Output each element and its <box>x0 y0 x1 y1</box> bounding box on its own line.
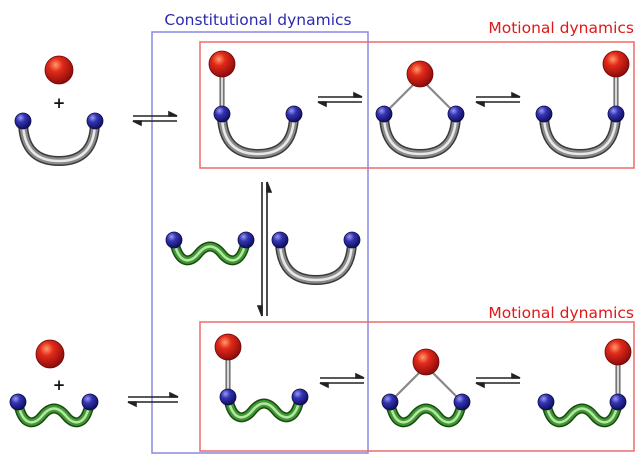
equilibrium-arrow-5 <box>320 374 364 387</box>
molecules <box>10 51 631 422</box>
constitutional-box <box>152 32 368 453</box>
complex-gray-right-red-sphere-icon <box>603 51 629 77</box>
complex-green-bridged-blue-sphere-icon-left <box>382 394 398 410</box>
free-red-sphere-icon-top <box>45 56 73 84</box>
complex-green-bridged-blue-sphere-icon-right <box>454 394 470 410</box>
complex-gray-right-blue-sphere-icon-left <box>536 106 552 122</box>
ligand-green-center-green-wavy-tube-icon <box>174 240 246 260</box>
equilibrium-arrow-1 <box>133 112 177 125</box>
complex-gray-bridged-gray-u-tube-icon <box>384 114 456 154</box>
complex-green-right-blue-sphere-icon-left <box>538 394 554 410</box>
complex-green-left-green-wavy-tube-icon <box>228 397 300 417</box>
complex-green-bridged-green-wavy-tube-icon <box>390 402 462 422</box>
complex-gray-left-blue-sphere-icon-right <box>286 106 302 122</box>
equilibrium-arrow-4 <box>128 393 178 406</box>
complex-gray-bridged-blue-sphere-icon-right <box>448 106 464 122</box>
plus-sign-bottom: + <box>53 376 66 394</box>
complex-gray-bridged-red-sphere-icon <box>407 61 433 87</box>
ligand-gray-free-blue-sphere-icon-right <box>87 113 103 129</box>
ligand-gray-free-gray-u-tube-icon <box>23 121 95 161</box>
complex-green-right-red-sphere-icon <box>605 339 631 365</box>
complex-gray-bridged-blue-sphere-icon-left <box>376 106 392 122</box>
complex-gray-right-blue-sphere-icon-right <box>608 106 624 122</box>
complex-green-left-red-sphere-icon <box>215 334 241 360</box>
ligand-green-free-blue-sphere-icon-left <box>10 394 26 410</box>
complex-green-right-blue-sphere-icon-right <box>610 394 626 410</box>
ligand-green-center-blue-sphere-icon-left <box>166 232 182 248</box>
complex-green-bridged-red-sphere-icon <box>413 349 439 375</box>
ligand-gray-center-blue-sphere-icon-left <box>272 232 288 248</box>
complex-gray-right-gray-u-tube-icon <box>544 114 616 154</box>
free-red-sphere-icon-bottom <box>36 340 64 368</box>
complex-green-left-blue-sphere-icon-left <box>220 389 236 405</box>
ligand-green-center-blue-sphere-icon-right <box>238 232 254 248</box>
equilibrium-arrow-6 <box>476 374 520 387</box>
equilibrium-arrow-2 <box>318 93 362 106</box>
complex-gray-left-blue-sphere-icon-left <box>214 106 230 122</box>
motional-box-bottom <box>200 322 634 451</box>
motional-dynamics-label-bottom: Motional dynamics <box>488 304 634 322</box>
ligand-gray-center-gray-u-tube-icon <box>280 240 352 280</box>
ligand-gray-center-blue-sphere-icon-right <box>344 232 360 248</box>
motional-dynamics-label-top: Motional dynamics <box>488 19 634 37</box>
complex-gray-left-red-sphere-icon <box>209 51 235 77</box>
equilibrium-arrow-3 <box>476 93 520 106</box>
complex-green-right-green-wavy-tube-icon <box>546 402 618 422</box>
complex-gray-left-gray-u-tube-icon <box>222 114 294 154</box>
constitutional-dynamics-label: Constitutional dynamics <box>164 11 351 29</box>
equilibrium-arrow-vertical <box>258 182 271 316</box>
ligand-gray-free-blue-sphere-icon-left <box>15 113 31 129</box>
ligand-green-free-blue-sphere-icon-right <box>82 394 98 410</box>
complex-green-left-blue-sphere-icon-right <box>292 389 308 405</box>
plus-sign-top: + <box>53 94 66 112</box>
ligand-green-free-green-wavy-tube-icon <box>18 402 90 422</box>
